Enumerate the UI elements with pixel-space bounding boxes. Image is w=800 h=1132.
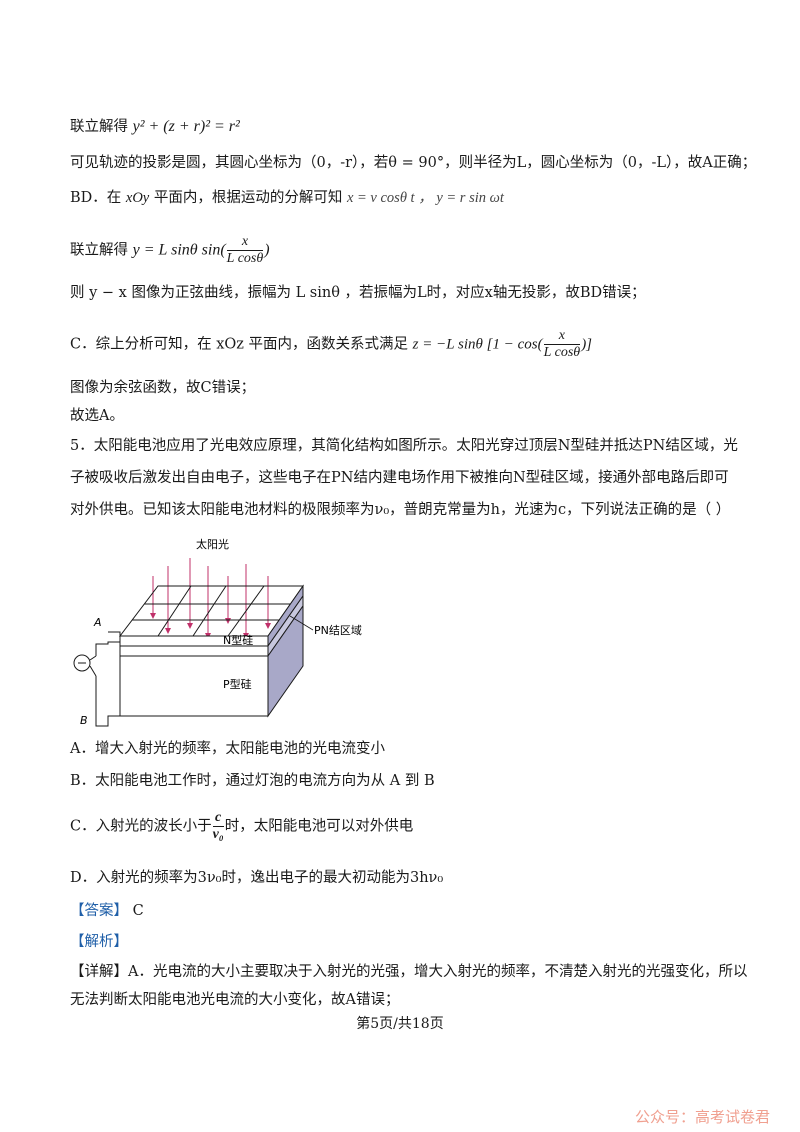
line-text: 图像为余弦函数，故C错误； [70, 380, 256, 396]
fraction-denominator: ν₀ [212, 826, 224, 842]
solar-cell-diagram: 太阳光 N型硅 [73, 537, 362, 727]
external-circuit [95, 631, 121, 727]
line-text: 平面内，根据运动的分解可知 [153, 190, 343, 206]
solution-line-3: BD．在 xOy 平面内，根据运动的分解可知 x = v cosθ t ， y … [70, 188, 504, 208]
solar-cell-figure: 太阳光 N型硅 [68, 536, 388, 736]
solution-line-8: 故选A。 [70, 406, 124, 426]
terminal-b-label: B [80, 714, 88, 727]
option-text: A．增大入射光的频率，太阳能电池的光电流变小 [70, 741, 385, 757]
equation: y = L sinθ sin( [132, 241, 226, 259]
line-text: BD．在 [70, 190, 122, 206]
solution-line-5: 则 y − x 图像为正弦曲线，振幅为 L sinθ ，若振幅为L时，对应x轴无… [70, 283, 646, 303]
question-5-line-3: 对外供电。已知该太阳能电池材料的极限频率为ν₀，普朗克常量为h，光速为c，下列说… [70, 500, 730, 520]
line-text: 联立解得 [70, 242, 128, 259]
bulb-icon [73, 654, 97, 677]
line-text: 无法判断太阳能电池光电流的大小变化，故A错误； [70, 992, 400, 1008]
option-b: B．太阳能电池工作时，通过灯泡的电流方向为从 A 到 B [70, 771, 435, 791]
line-text: 故选A。 [70, 408, 124, 424]
line-text: 5．太阳能电池应用了光电效应原理，其简化结构如图所示。太阳光穿过顶层N型硅并抵达… [70, 438, 738, 454]
p-layer-label: P型硅 [223, 677, 252, 691]
plane-name: xOy [125, 190, 150, 206]
line-text: 子被吸收后激发出自由电子，这些电子在PN结内建电场作用下被推向N型硅区域，接通外… [70, 470, 729, 486]
analysis-tag: 【解析】 [70, 934, 128, 950]
pn-leader-line [289, 615, 314, 631]
fraction-denominator: L cosθ [543, 344, 581, 360]
line-text: 可见轨迹的投影是圆，其圆心坐标为（0，-r），若θ = 90°，则半径为L，圆心… [70, 155, 757, 171]
equation: )] [581, 336, 593, 353]
detail-line-1: 【详解】A．光电流的大小主要取决于入射光的光强，增大入射光的频率，不清楚入射光的… [70, 962, 747, 982]
fraction-numerator: x [558, 328, 565, 343]
terminal-a-label: A [93, 616, 102, 629]
line-text: C．综上分析可知，在 xOz 平面内，函数关系式满足 [70, 336, 409, 353]
option-d: D．入射光的频率为3ν₀时，逸出电子的最大初动能为3hν₀ [70, 868, 443, 888]
equation: z = −L sinθ [1 − cos( [412, 336, 543, 353]
answer-value: C [132, 903, 144, 919]
fraction-numerator: x [241, 234, 249, 249]
p-layer: P型硅 [119, 604, 304, 718]
answer-line: 【答案】 C [70, 901, 144, 921]
option-text: D．入射光的频率为3ν₀时，逸出电子的最大初动能为3hν₀ [70, 870, 444, 886]
detail-line-2: 无法判断太阳能电池光电流的大小变化，故A错误； [70, 990, 399, 1010]
line-text: 对外供电。已知该太阳能电池材料的极限频率为ν₀，普朗克常量为h，光速为c，下列说… [70, 502, 731, 518]
fraction-numerator: c [215, 810, 222, 825]
solution-line-1: 联立解得 y² + (z + r)² = r² [70, 117, 240, 137]
question-5-line-2: 子被吸收后激发出自由电子，这些电子在PN结内建电场作用下被推向N型硅区域，接通外… [70, 468, 729, 488]
line-text: 则 y − x 图像为正弦曲线，振幅为 L sinθ ，若振幅为L时，对应x轴无… [70, 285, 646, 301]
sunlight-label: 太阳光 [196, 537, 229, 551]
option-text: B．太阳能电池工作时，通过灯泡的电流方向为从 A 到 B [70, 773, 435, 789]
line-text: 联立解得 [70, 119, 128, 135]
sunlight-arrows [150, 558, 271, 639]
equation: x = v cosθ t ， y = r sin ωt [346, 190, 504, 206]
fraction-denominator: L cosθ [226, 250, 264, 266]
solution-line-6: C．综上分析可知，在 xOz 平面内，函数关系式满足 z = −L sinθ [… [70, 328, 592, 361]
option-a: A．增大入射光的频率，太阳能电池的光电流变小 [70, 739, 385, 759]
option-text: 时，太阳能电池可以对外供电 [224, 818, 414, 835]
answer-tag: 【答案】 [70, 903, 128, 919]
detail-tag: 【详解】 [70, 964, 128, 980]
watermark: 公众号：高考试卷君 [634, 1108, 770, 1126]
equation: ) [264, 241, 270, 259]
option-text: C．入射光的波长小于 [70, 818, 212, 835]
line-text: A．光电流的大小主要取决于入射光的光强，增大入射光的频率，不清楚入射光的光强变化… [128, 964, 748, 980]
n-layer-label: N型硅 [223, 633, 253, 647]
page-footer: 第5页/共18页 [356, 1016, 444, 1032]
question-5-line-1: 5．太阳能电池应用了光电效应原理，其简化结构如图所示。太阳光穿过顶层N型硅并抵达… [70, 436, 738, 456]
solution-line-7: 图像为余弦函数，故C错误； [70, 378, 255, 398]
analysis-line: 【解析】 [70, 932, 128, 952]
solution-line-2: 可见轨迹的投影是圆，其圆心坐标为（0，-r），若θ = 90°，则半径为L，圆心… [70, 153, 756, 173]
equation: y² + (z + r)² = r² [132, 118, 240, 135]
pn-label: PN结区域 [314, 624, 362, 637]
